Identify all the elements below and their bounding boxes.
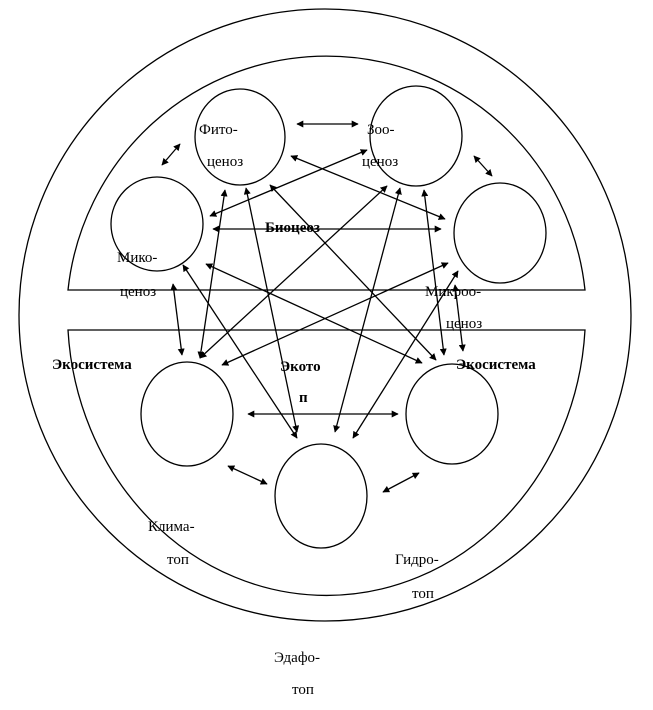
climatop-label-line2: топ (167, 552, 189, 568)
ecotop-label-line1: Экото (280, 359, 321, 375)
arrow-myco-clima (170, 283, 185, 356)
arrow-zoo-micro (473, 155, 493, 177)
ecotop-region (67, 329, 586, 596)
climatop-label-line1: Клима- (148, 519, 195, 535)
node-microcenosis (453, 182, 547, 284)
mycocenosis-label-line1: Мико- (117, 250, 157, 266)
arrow-zoo-hydro (421, 189, 447, 356)
arrow-phyto-hydro (269, 184, 437, 361)
arrow-phyto-clima (197, 189, 228, 359)
node-edaphotop (274, 443, 368, 549)
arrow-hydro-edapho (382, 472, 420, 493)
arrow-phyto-myco (161, 143, 181, 166)
ecosystem-outer-circle (18, 8, 632, 622)
phytocenosis-label-line2: ценоз (207, 154, 243, 170)
biocenosis-label: Биоцеоз (265, 220, 320, 236)
ecosystem-label-left: Экосистема (52, 357, 132, 373)
zoocenosis-label-line2: ценоз (362, 154, 398, 170)
microcenosis-label-line1: Микроо- (425, 284, 481, 300)
ecotop-label-line2: п (299, 390, 308, 406)
mycocenosis-label-line2: ценоз (120, 284, 156, 300)
arrow-clima-edapho (227, 465, 268, 485)
edaphotop-label-line2: топ (292, 682, 314, 698)
hydrotop-label-line1: Гидро- (395, 552, 439, 568)
arrow-micro-clima (221, 262, 449, 366)
hydrotop-label-line2: топ (412, 586, 434, 602)
node-climatop (140, 361, 234, 467)
phytocenosis-label-line1: Фито- (199, 122, 238, 138)
edaphotop-label-line1: Эдафо- (274, 650, 320, 666)
biocenosis-region (67, 55, 586, 291)
ecosystem-label-right: Экосистема (456, 357, 536, 373)
microcenosis-label-line2: ценоз (446, 316, 482, 332)
zoocenosis-label-line1: Зоо- (367, 122, 395, 138)
node-hydrotop (405, 363, 499, 465)
crossing-arrows (182, 149, 459, 439)
